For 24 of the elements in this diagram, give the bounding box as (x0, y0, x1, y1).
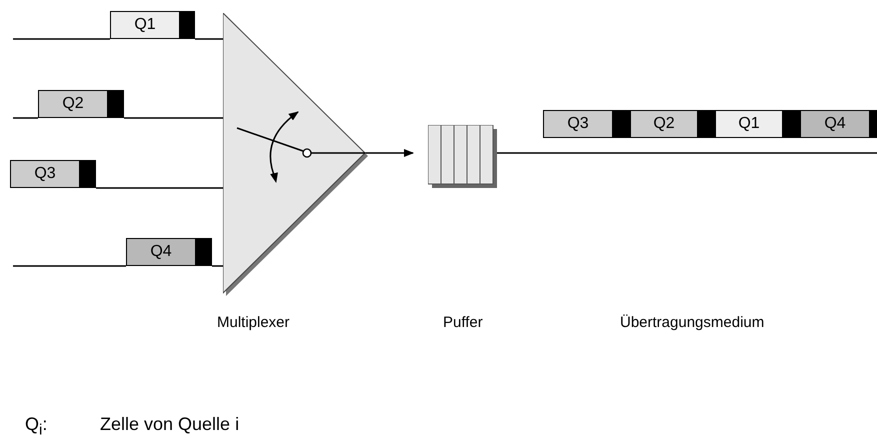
buffer-queue (428, 125, 498, 189)
line (212, 265, 223, 267)
legend-text: Zelle von Quelle i (100, 414, 240, 435)
arrow (365, 149, 414, 157)
cell-box: Q2 (38, 90, 124, 118)
line (13, 265, 126, 267)
cell-box: Q1 (715, 110, 800, 138)
caption: Übertragungsmedium (620, 314, 764, 331)
cell-box: Q2 (630, 110, 715, 138)
line (124, 117, 223, 119)
caption: Multiplexer (217, 314, 290, 331)
cell-box: Q3 (10, 160, 96, 188)
line (13, 38, 110, 40)
cell-box: Q4 (126, 238, 212, 266)
caption: Puffer (443, 314, 483, 331)
line (13, 117, 38, 119)
line (497, 152, 877, 154)
line (96, 187, 223, 189)
line (195, 38, 223, 40)
legend-symbol: Q$_{i}$: (25, 414, 48, 439)
cell-box: Q3 (543, 110, 630, 138)
multiplexer-triangle (223, 13, 369, 297)
cell-box: Q1 (110, 11, 195, 39)
cell-box: Q4 (800, 110, 877, 138)
